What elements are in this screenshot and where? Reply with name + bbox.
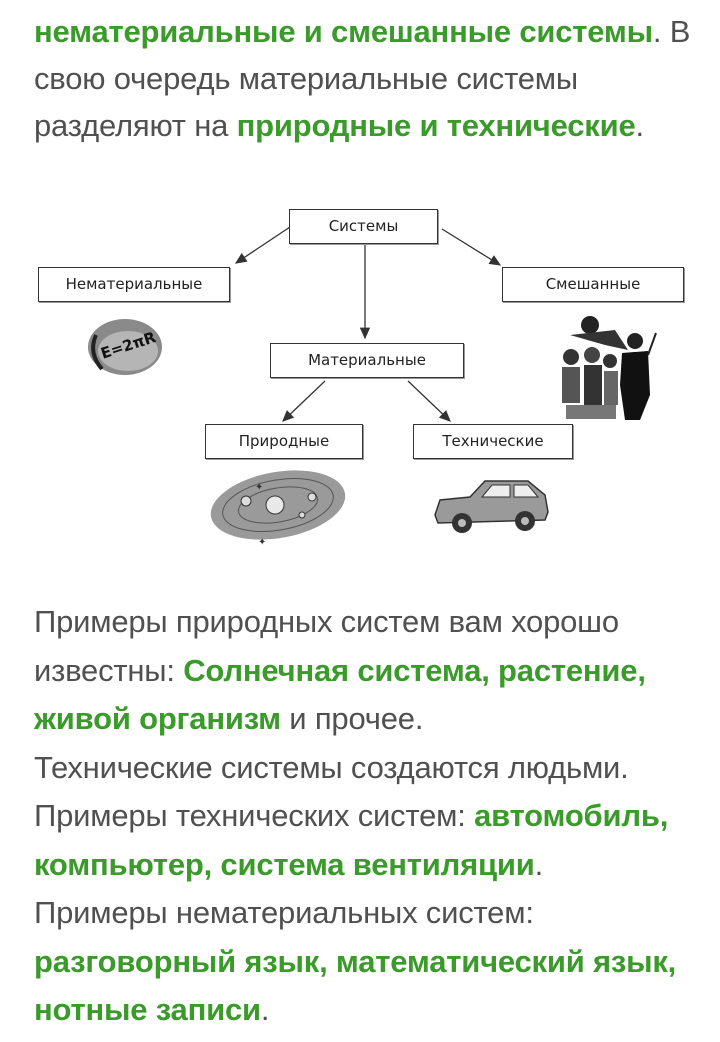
box-material: Материальные — [270, 343, 464, 378]
svg-text:✦: ✦ — [258, 537, 266, 548]
examples-line-8: разговорный язык, математический язык, — [34, 943, 677, 979]
examples-known: известны: — [34, 652, 184, 688]
box-immaterial: Нематериальные — [38, 267, 230, 302]
examples-technical-highlight-1: автомобиль, — [474, 798, 669, 833]
examples-line-7: Примеры нематериальных систем: — [34, 895, 534, 930]
arrow-to-natural — [282, 380, 326, 422]
examples-and-more: и прочее. — [280, 701, 424, 736]
examples-technical-pre: Примеры технических систем: — [34, 798, 475, 833]
box-natural: Природные — [205, 424, 363, 459]
svg-text:✦: ✦ — [255, 482, 263, 493]
intro-line3-pre: разделяют на — [34, 108, 237, 143]
examples-line-4: Технические системы создаются людьми. — [34, 749, 629, 785]
examples-line-1: Примеры природных систем вам хорошо — [34, 604, 619, 639]
diagram-arrows: E=2πR ✦ ✦ — [88, 226, 657, 548]
examples-technical-end: . — [534, 846, 544, 882]
box-technical: Технические — [413, 424, 573, 459]
box-systems: Системы — [289, 209, 438, 244]
examples-natural-highlight-2: живой организм — [34, 701, 281, 736]
intro-highlight-2: природные и технические — [236, 108, 636, 143]
intro-line-1: нематериальные и смешанные системы. В — [34, 8, 706, 55]
examples-immaterial-end: . — [260, 992, 270, 1027]
orchestra-icon — [560, 315, 657, 423]
box-mixed: Смешанные — [502, 267, 684, 302]
arrow-to-technical — [407, 380, 451, 422]
examples-technical-highlight-2: компьютер, система вентиляции — [34, 846, 535, 882]
intro-line-2: свою очередь материальные системы — [34, 61, 578, 96]
examples-natural-highlight-1: Солнечная система, растение, — [183, 652, 646, 688]
intro-line3-end: . — [635, 108, 645, 143]
arrow-to-immaterial — [234, 226, 291, 264]
intro-highlight-1: нематериальные и смешанные системы — [34, 14, 653, 49]
examples-line-2: известны: Солнечная система, растение, — [34, 647, 706, 696]
intro-paragraph: нематериальные и смешанные системы. В св… — [34, 8, 706, 149]
intro-line1-rest: . В — [652, 14, 691, 49]
intro-line-3: разделяют на природные и технические. — [34, 102, 706, 149]
examples-immaterial-highlight-2: нотные записи — [34, 992, 261, 1027]
examples-paragraph: Примеры природных систем вам хорошо изве… — [34, 598, 706, 1035]
arrow-to-mixed — [441, 228, 502, 266]
examples-line-5: Примеры технических систем: автомобиль, — [34, 792, 706, 841]
systems-diagram: E=2πR ✦ ✦ — [0, 185, 720, 565]
examples-line-9: нотные записи. — [34, 986, 706, 1035]
examples-line-6: компьютер, система вентиляции. — [34, 841, 706, 890]
car-icon — [434, 480, 549, 533]
formula-icon: E=2πR — [88, 319, 162, 375]
examples-line-3: живой организм и прочее. — [34, 695, 706, 744]
solar-system-icon: ✦ ✦ — [210, 470, 346, 548]
